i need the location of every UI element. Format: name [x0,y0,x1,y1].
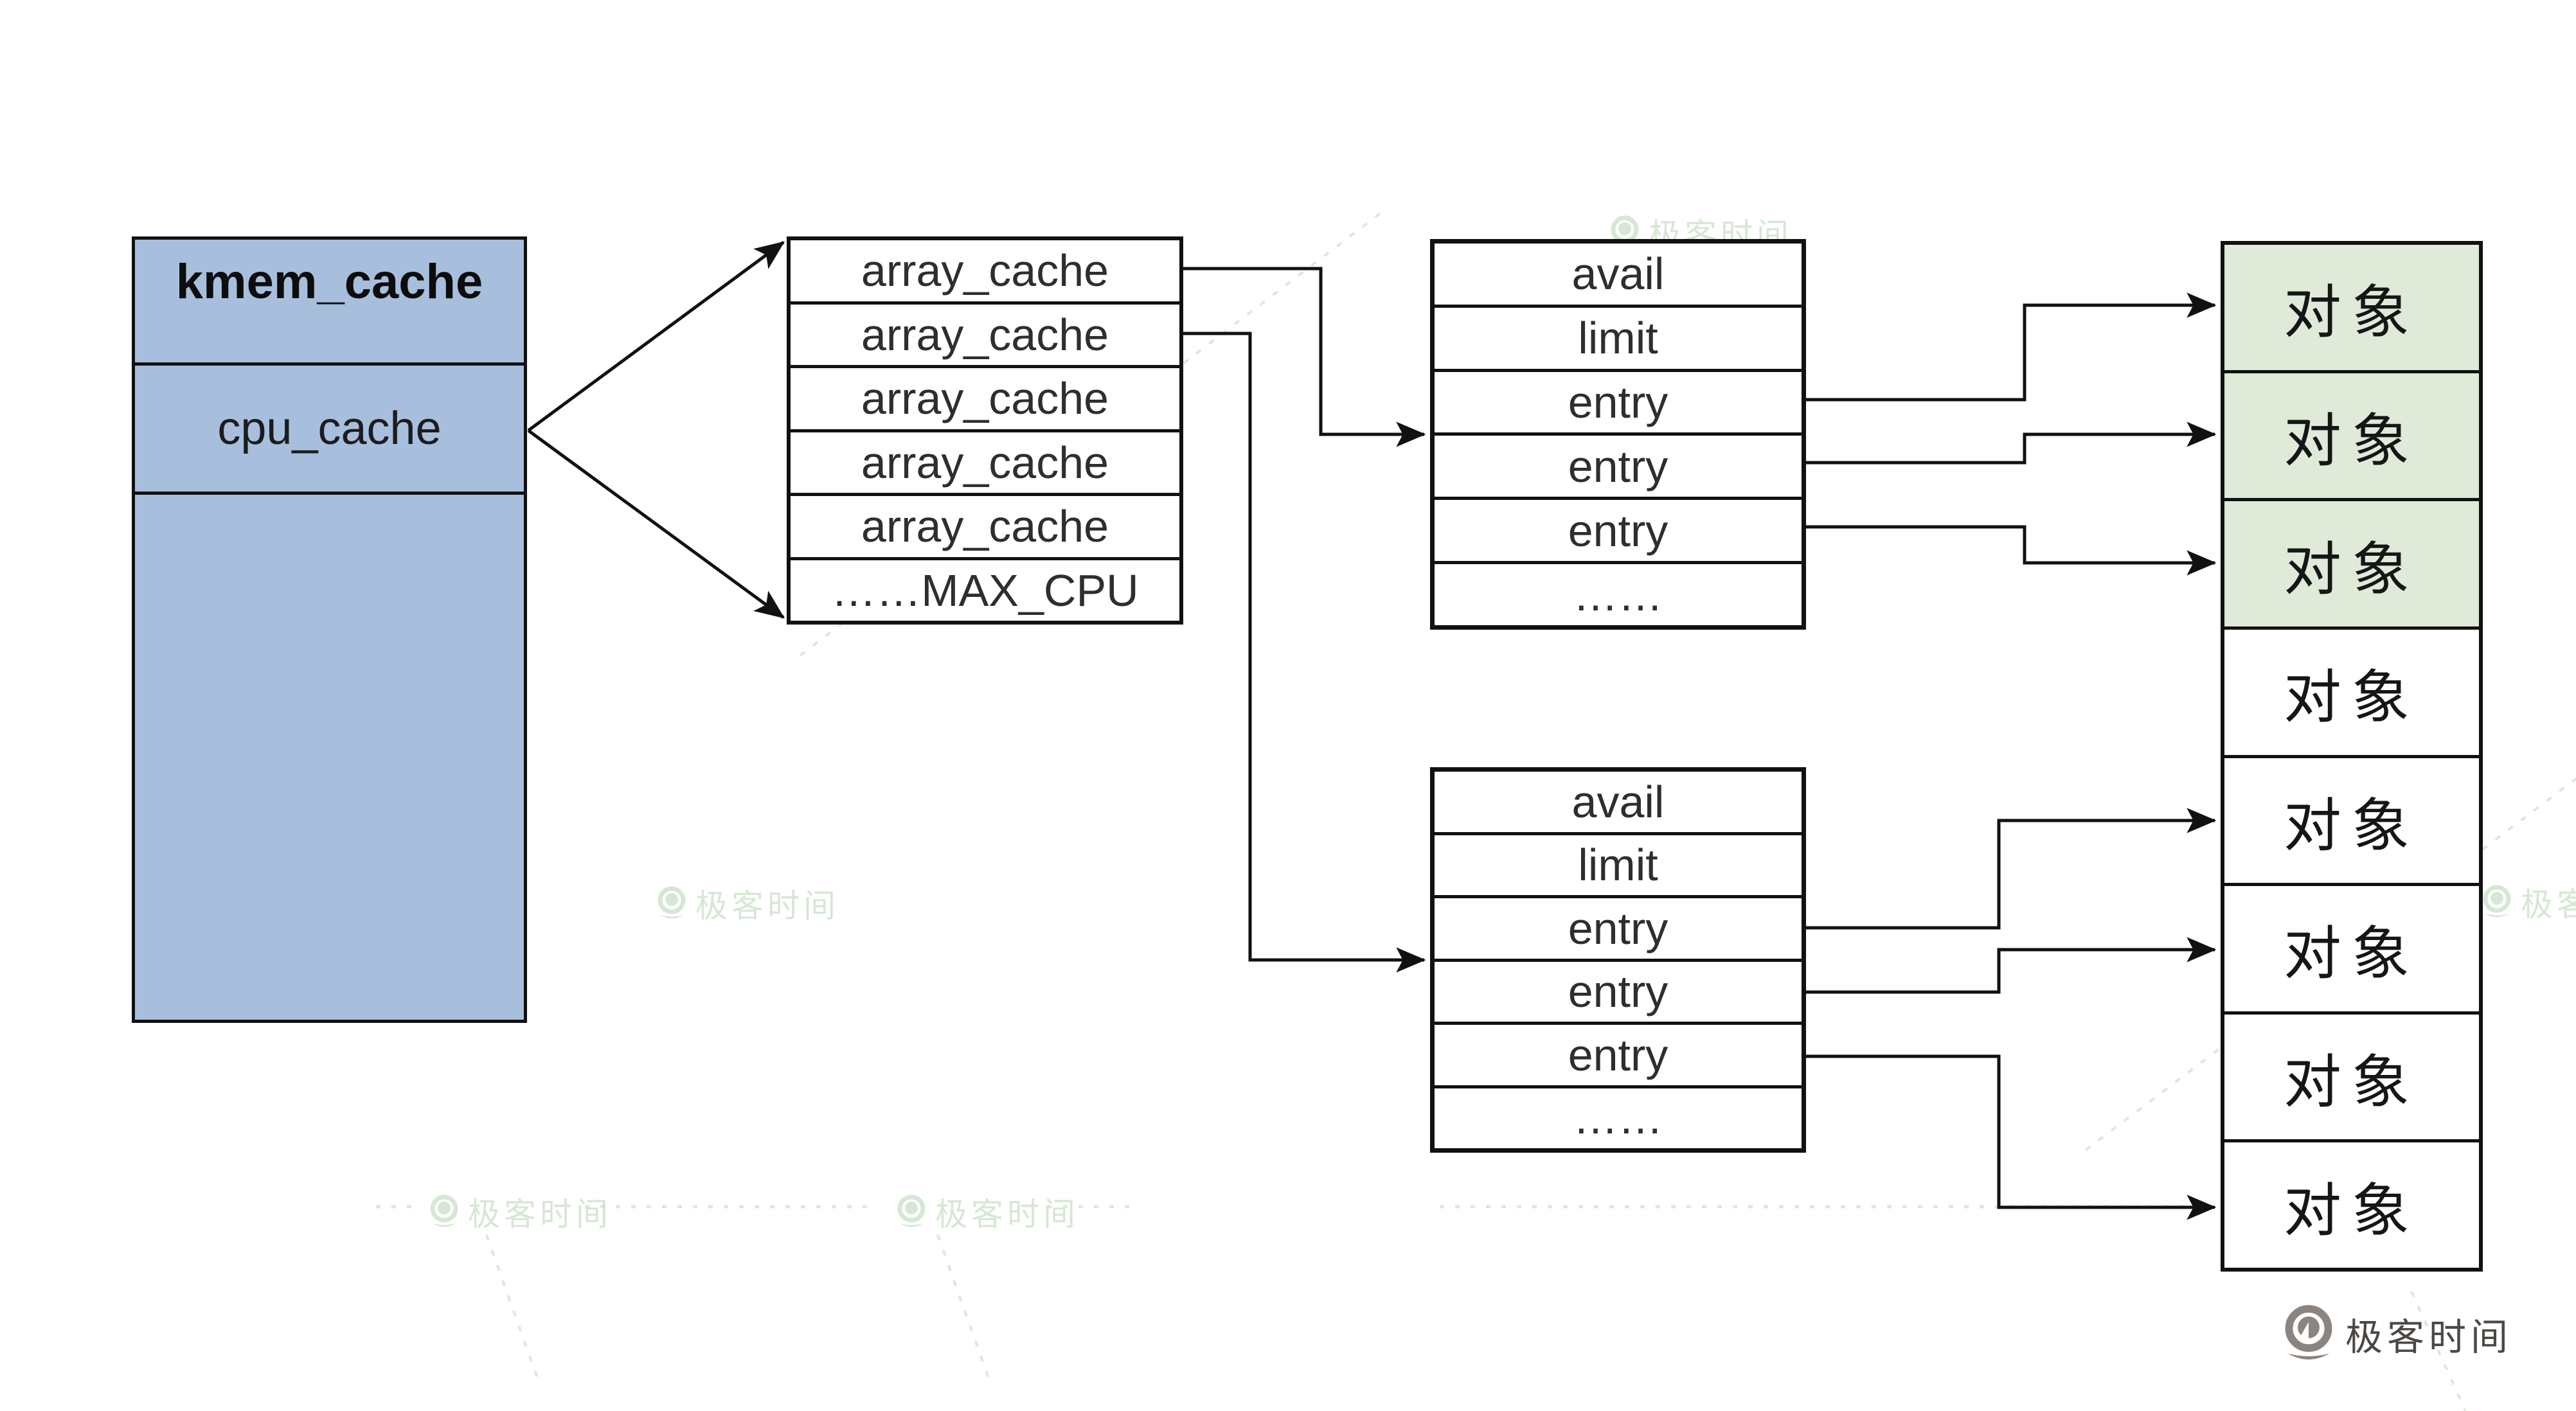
table-row-entry: entry [1435,432,1802,497]
table-row: array_cache [791,429,1179,493]
table-row-limit: limit [1435,304,1802,369]
watermark-text: 极客时间 [2521,887,2576,923]
arrow-bottom-entry-1-to-object-5 [1806,808,2217,930]
table-row-max-cpu: ……MAX_CPU [791,556,1179,621]
geektime-logo-icon [897,1194,926,1227]
arrow-top-entry-3-to-object-3 [1806,525,2217,576]
table-row-limit: limit [1435,831,1802,896]
watermark-geektime: 极客时间 [429,1189,612,1235]
cpu-cache-field: cpu_cache [135,366,524,495]
geektime-logo-icon [430,1194,458,1227]
table-row-entry: entry [1435,497,1802,561]
watermark-geektime: 极客时间 [2482,879,2576,925]
table-row-entry: entry [1435,895,1802,959]
array-cache-pointer-table: array_cache array_cache array_cache arra… [787,236,1183,625]
object-slab-column: 对象 对象 对象 对象 对象 对象 对象 对象 [2221,241,2483,1272]
table-row: array_cache [791,493,1179,557]
table-row-entry: entry [1435,958,1802,1022]
object-slot: 对象 [2224,883,2479,1011]
object-slot: 对象 [2224,1011,2479,1140]
table-row: array_cache [791,301,1179,366]
kmem-cache-title: kmem_cache [135,240,524,366]
watermark-geektime: 极客时间 [657,880,839,927]
arrow-array-cache-1-to-bottom-detail [1183,332,1426,973]
footer-brand: 极客时间 [2284,1304,2512,1363]
object-slot: 对象 [2224,754,2479,883]
geektime-logo-icon [2483,885,2511,918]
array-cache-detail-table-top: avail limit entry entry entry …… [1430,239,1806,630]
arrow-top-entry-2-to-object-2 [1806,422,2217,465]
kmem-cache-struct-box: kmem_cache cpu_cache [132,236,527,1023]
object-slot: 对象 [2224,1139,2479,1268]
table-row-ellipsis: …… [1435,1085,1802,1149]
watermark-geektime: 极客时间 [897,1189,1079,1235]
table-row-entry: entry [1435,368,1802,433]
table-row: array_cache [861,245,1109,296]
struct-body-area [135,495,524,1020]
watermark-text: 极客时间 [468,1196,612,1232]
watermark-text: 极客时间 [935,1196,1079,1232]
arrow-array-cache-0-to-top-detail [1183,267,1426,447]
arrow-top-entry-1-to-object-1 [1806,292,2217,402]
geektime-logo-icon [2285,1305,2332,1360]
object-slot: 对象 [2224,626,2479,755]
arrow-bottom-entry-3-to-object-8 [1806,1054,2217,1220]
table-row-avail: avail [1571,249,1665,299]
watermark-text: 极客时间 [695,888,839,924]
table-row-avail: avail [1571,776,1665,827]
object-slot-cached: 对象 [2224,245,2479,370]
table-row-entry: entry [1435,1022,1802,1085]
footer-brand-text: 极客时间 [2345,1317,2513,1358]
geektime-logo-icon [657,886,686,919]
arrow-bottom-entry-2-to-object-6 [1806,937,2217,994]
array-cache-detail-table-bottom: avail limit entry entry entry …… [1430,767,1806,1153]
table-row: array_cache [791,365,1179,429]
arrow-cpu-cache-to-array-table-bottom [527,429,785,619]
object-slot-cached: 对象 [2224,369,2479,499]
table-row-ellipsis: …… [1435,561,1802,625]
arrow-cpu-cache-to-array-table-top [527,240,785,432]
object-slot-cached: 对象 [2224,498,2479,626]
